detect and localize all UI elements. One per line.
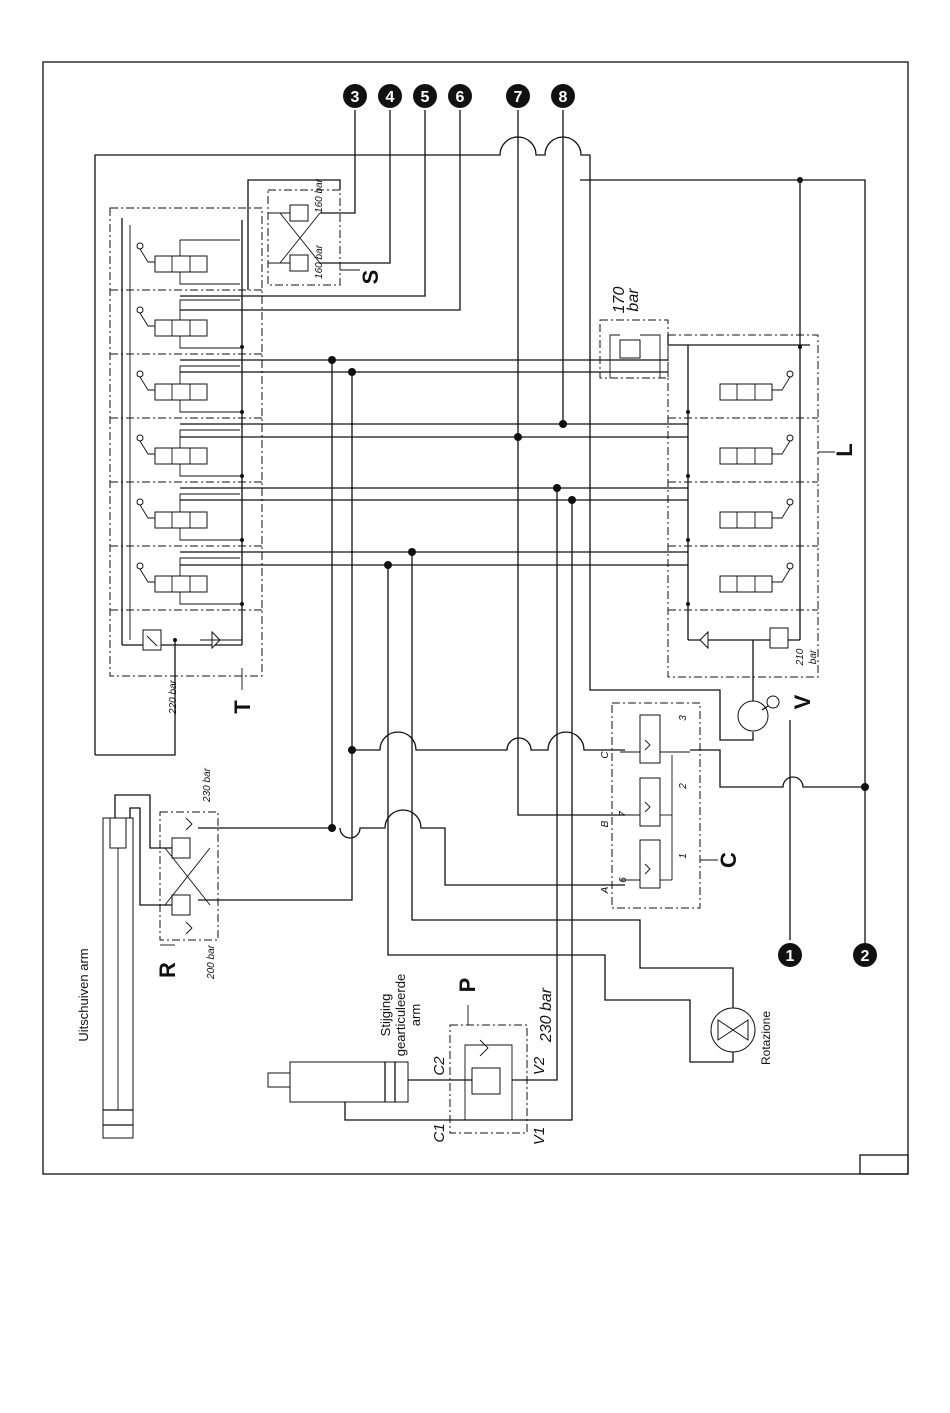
port-1: 1 <box>678 853 689 859</box>
svg-text:7: 7 <box>514 89 523 106</box>
right-valve-block <box>668 335 818 677</box>
label-t: T <box>230 700 255 714</box>
pressure-s-top: 160 bar <box>314 178 325 213</box>
label-uitschuiven-arm: Uitschuiven arm <box>76 948 91 1041</box>
port-c2: C2 <box>431 1056 448 1076</box>
port-3: 3 <box>678 715 689 721</box>
pressure-t-block: 220 bar <box>168 679 179 715</box>
pressure-l-unit: bar <box>808 649 819 664</box>
svg-text:6: 6 <box>456 89 465 106</box>
label-rotazione: Rotazione <box>759 1011 773 1065</box>
badge-2: 2 <box>853 943 877 967</box>
pressure-p-block: 230 bar <box>538 987 555 1043</box>
port-b: B <box>600 820 611 827</box>
svg-text:3: 3 <box>351 89 360 106</box>
motor-rotazione <box>711 1008 755 1052</box>
page-tab <box>860 1155 908 1174</box>
label-r: R <box>155 962 180 978</box>
pressure-r-bottom: 200 bar <box>206 944 217 980</box>
port-2: 2 <box>678 783 689 790</box>
pressure-l-num: 210 <box>795 648 806 666</box>
label-s: S <box>358 270 383 285</box>
port-c: C <box>600 751 611 759</box>
label-stijging-3: arm <box>408 1004 423 1026</box>
label-l: L <box>832 443 857 456</box>
svg-text:4: 4 <box>386 89 395 106</box>
badge-4: 4 <box>378 84 402 108</box>
pressure-r-top: 230 bar <box>202 767 213 803</box>
left-valve-block <box>110 208 262 676</box>
port-v1: V1 <box>531 1127 548 1145</box>
svg-text:1: 1 <box>786 948 795 965</box>
badge-3: 3 <box>343 84 367 108</box>
label-p: P <box>455 978 480 993</box>
port-6: 6 <box>618 877 629 883</box>
badge-8: 8 <box>551 84 575 108</box>
p-valve-block <box>450 1025 527 1133</box>
cylinder-stijging <box>268 1062 408 1102</box>
relief-170 <box>600 320 668 378</box>
pressure-170-unit: bar <box>625 288 642 312</box>
badge-1: 1 <box>778 943 802 967</box>
port-v2: V2 <box>531 1056 548 1075</box>
s-relief-block <box>268 190 340 285</box>
svg-text:5: 5 <box>421 89 430 106</box>
port-c1: C1 <box>431 1123 448 1142</box>
label-v: V <box>790 694 815 709</box>
port-a: A <box>600 886 611 894</box>
cylinder-uitschuiven <box>103 818 133 1138</box>
port-7: 7 <box>618 811 629 817</box>
svg-text:2: 2 <box>861 948 870 965</box>
label-c: C <box>716 852 741 868</box>
motor-v <box>738 696 779 731</box>
pressure-s-bottom: 160 bar <box>314 244 325 279</box>
outer-frame <box>43 62 908 1174</box>
badge-7: 7 <box>506 84 530 108</box>
label-stijging-1: Stijging <box>378 994 393 1037</box>
label-stijging-2: gearticuleerde <box>393 974 408 1056</box>
svg-text:8: 8 <box>559 89 568 106</box>
badge-5: 5 <box>413 84 437 108</box>
badge-6: 6 <box>448 84 472 108</box>
r-relief-block <box>160 812 218 940</box>
